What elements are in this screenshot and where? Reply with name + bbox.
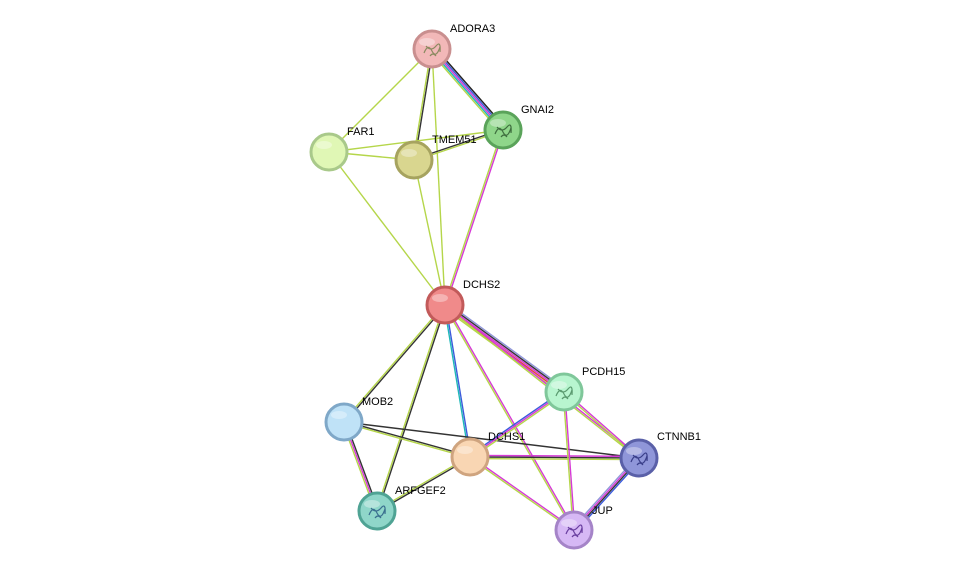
protein-structure-icon <box>565 524 583 538</box>
node-dchs2[interactable]: DCHS2 <box>425 279 500 325</box>
edge-strand <box>443 305 574 531</box>
edge-strand <box>445 130 505 306</box>
node-label: TMEM51 <box>432 134 477 146</box>
edge-strand <box>443 305 470 458</box>
edge-pcdh15-jup[interactable] <box>562 391 576 531</box>
node-circle <box>450 437 490 477</box>
edge-strand <box>443 129 503 305</box>
protein-structure-icon <box>423 43 441 57</box>
edge-dchs2-arfgef2[interactable] <box>375 304 447 512</box>
node-highlight <box>626 447 642 455</box>
node-mob2[interactable]: MOB2 <box>324 396 393 442</box>
protein-structure-icon <box>368 505 386 519</box>
node-ctnnb1[interactable]: CTNNB1 <box>619 431 701 478</box>
node-far1[interactable]: FAR1 <box>309 126 375 172</box>
node-layer: ADORA3GNAI2FAR1TMEM51DCHS2PCDH15MOB2DCHS… <box>309 23 701 550</box>
edge-strand <box>431 48 446 306</box>
edge-strand <box>470 455 575 530</box>
node-highlight <box>490 119 506 127</box>
edge-tmem51-dchs2[interactable] <box>413 159 446 306</box>
edge-strand <box>328 48 433 153</box>
node-highlight <box>401 149 417 157</box>
node-highlight <box>364 500 380 508</box>
node-arfgef2[interactable]: ARFGEF2 <box>357 485 446 531</box>
protein-structure-icon <box>630 452 648 466</box>
edge-strand <box>446 301 567 390</box>
node-label: MOB2 <box>362 396 393 408</box>
node-label: PCDH15 <box>582 366 625 378</box>
edge-dchs1-ctnnb1[interactable] <box>469 454 640 461</box>
edge-dchs2-mob2[interactable] <box>342 304 447 423</box>
edge-dchs2-jup[interactable] <box>443 304 576 531</box>
edge-strand <box>562 392 574 531</box>
node-pcdh15[interactable]: PCDH15 <box>544 366 625 412</box>
node-label: CTNNB1 <box>657 431 701 443</box>
edge-strand <box>445 304 472 457</box>
edge-strand <box>343 422 470 459</box>
edge-strand <box>564 391 576 530</box>
node-circle <box>309 132 349 172</box>
node-label: ARFGEF2 <box>395 485 446 497</box>
edge-gnai2-dchs2[interactable] <box>443 129 505 306</box>
edge-dchs2-ctnnb1[interactable] <box>444 303 640 460</box>
edge-adora3-far1[interactable] <box>328 48 433 153</box>
node-label: DCHS1 <box>488 431 525 443</box>
node-gnai2[interactable]: GNAI2 <box>483 104 554 150</box>
node-label: DCHS2 <box>463 279 500 291</box>
node-highlight <box>331 411 347 419</box>
node-highlight <box>551 381 567 389</box>
edge-strand <box>445 303 566 392</box>
node-tmem51[interactable]: TMEM51 <box>394 134 477 180</box>
edge-far1-dchs2[interactable] <box>328 151 446 306</box>
edge-adora3-dchs2[interactable] <box>431 48 446 306</box>
node-jup[interactable]: JUP <box>554 505 613 550</box>
edge-strand <box>344 420 471 457</box>
edge-strand <box>469 456 640 459</box>
node-circle <box>394 140 434 180</box>
edge-mob2-dchs1[interactable] <box>343 420 471 459</box>
edge-strand <box>342 304 445 422</box>
edge-strand <box>445 304 576 530</box>
node-highlight <box>432 294 448 302</box>
node-dchs1[interactable]: DCHS1 <box>450 431 525 477</box>
protein-structure-icon <box>494 124 512 138</box>
node-adora3[interactable]: ADORA3 <box>412 23 495 69</box>
node-highlight <box>419 38 435 46</box>
edge-strand <box>413 159 446 306</box>
edge-strand <box>469 457 639 461</box>
edge-strand <box>470 454 640 458</box>
node-label: JUP <box>592 505 613 517</box>
node-label: FAR1 <box>347 126 375 138</box>
node-circle <box>425 285 465 325</box>
node-label: GNAI2 <box>521 104 554 116</box>
node-highlight <box>457 446 473 454</box>
edge-dchs2-dchs1[interactable] <box>443 304 472 458</box>
protein-structure-icon <box>555 386 573 400</box>
edge-strand <box>344 305 447 423</box>
edge-strand <box>377 305 447 512</box>
edge-strand <box>328 151 446 306</box>
node-circle <box>324 402 364 442</box>
edge-strand <box>444 305 639 460</box>
node-highlight <box>316 141 332 149</box>
edge-dchs1-jup[interactable] <box>469 455 575 532</box>
edge-strand <box>469 457 574 532</box>
node-highlight <box>561 519 577 527</box>
edge-strand <box>375 304 445 511</box>
node-label: ADORA3 <box>450 23 495 35</box>
